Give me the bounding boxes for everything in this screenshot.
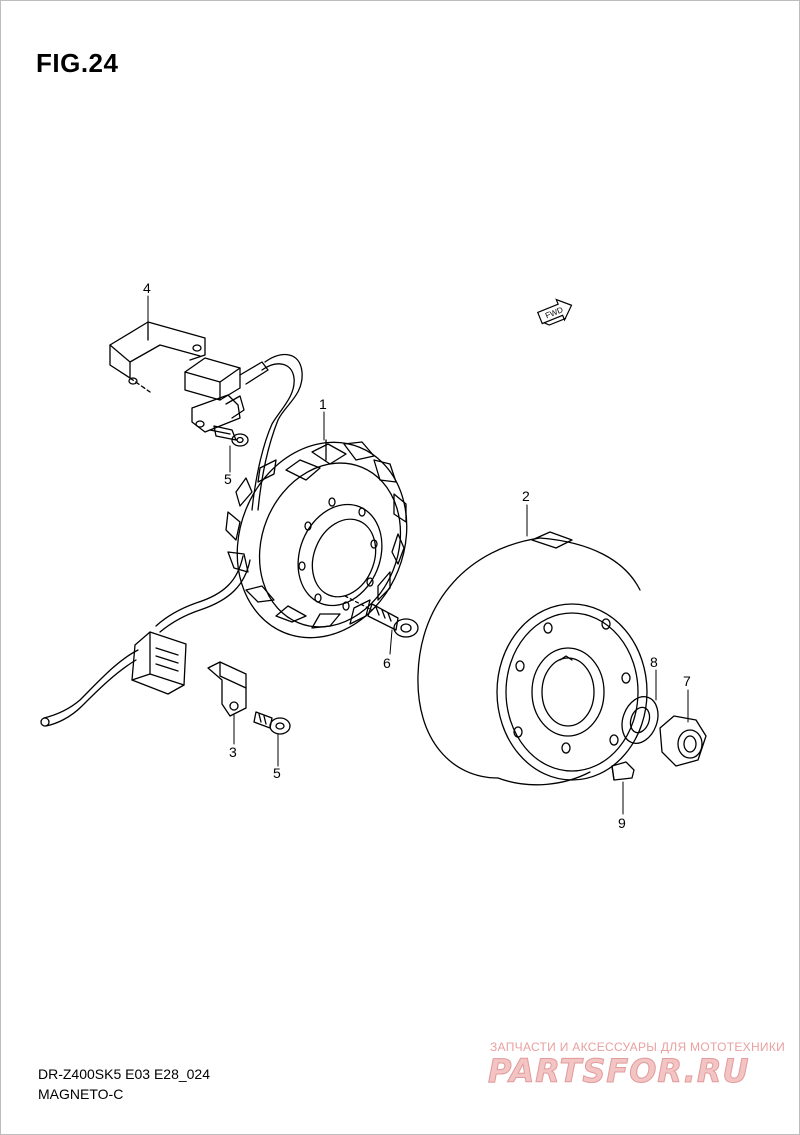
rotor-nut <box>659 715 707 767</box>
model-code: DR-Z400SK5 E03 E28_024 <box>38 1066 210 1082</box>
callout-8: 8 <box>650 654 658 670</box>
clamp-plate <box>191 394 245 433</box>
harness-coupler <box>40 631 187 727</box>
callout-7: 7 <box>683 673 691 689</box>
stator-coil <box>225 439 408 639</box>
stator-bolt <box>344 595 419 638</box>
leader-lines <box>147 295 689 815</box>
rotor-holes <box>513 618 631 754</box>
callout-2: 2 <box>522 488 530 504</box>
stator-mount-holes <box>298 497 378 611</box>
bolt-lower <box>253 711 291 735</box>
section-name: MAGNETO-C <box>38 1086 124 1102</box>
callout-4: 4 <box>143 280 151 296</box>
stator-wire-harness <box>155 353 303 633</box>
callout-5-upper: 5 <box>224 471 232 487</box>
watermark-tagline: ЗАПЧАСТИ И АКСЕССУАРЫ ДЛЯ МОТОТЕХНИКИ <box>490 1040 786 1054</box>
svg-text:PARTSFOR.RU: PARTSFOR.RU <box>488 1052 749 1090</box>
forward-arrow-icon: FWD <box>536 298 573 326</box>
callout-6: 6 <box>383 655 391 671</box>
flywheel-rotor <box>417 531 648 786</box>
callout-9: 9 <box>618 815 626 831</box>
woodruff-key <box>611 761 635 781</box>
callout-3: 3 <box>229 744 237 760</box>
harness-bracket <box>109 321 206 393</box>
figure-title: FIG.24 <box>36 48 119 78</box>
watermark-logo: PARTSFOR.RU <box>488 1052 749 1090</box>
washer <box>621 696 659 744</box>
stator-windings <box>225 441 407 629</box>
wire-clamp-bracket <box>207 661 247 717</box>
callout-1: 1 <box>319 396 327 412</box>
harness-connector <box>184 357 269 401</box>
bolt-upper <box>209 425 249 447</box>
callout-5-lower: 5 <box>273 765 281 781</box>
